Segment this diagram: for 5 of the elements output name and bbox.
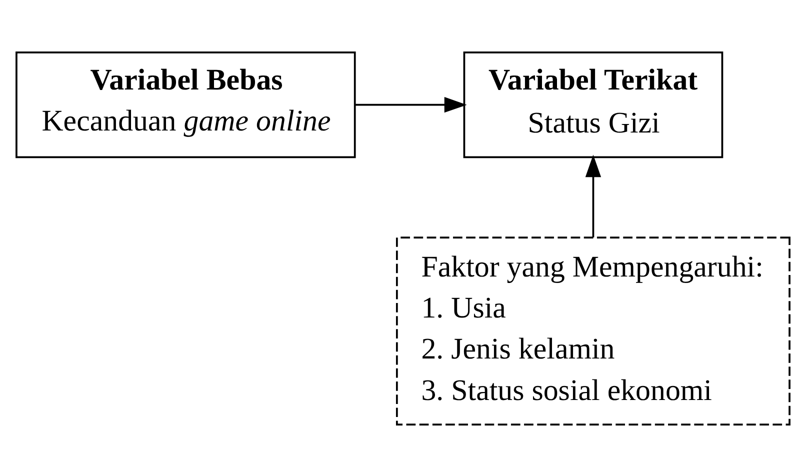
node-box: Faktor yang Mempengaruhi: 1. Usia 2. Jenis kelamin 3. Status sosial ekonomi	[396, 236, 790, 425]
arrow	[585, 154, 602, 237]
arrow	[355, 96, 467, 112]
node-box: Variabel Bebas Kecanduan game online	[16, 51, 356, 158]
node-box: Variabel Terikat Status Gizi	[463, 51, 724, 158]
